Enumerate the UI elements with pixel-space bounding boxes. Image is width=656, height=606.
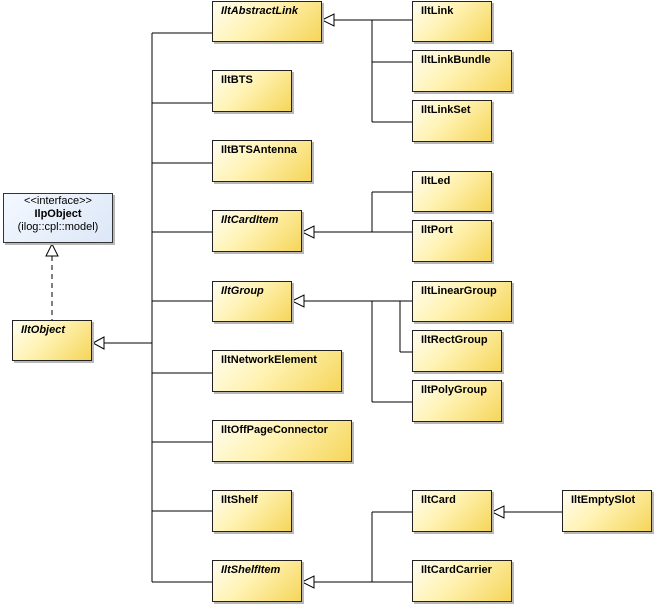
class-iltshelfitem: IltShelfItem: [212, 560, 302, 602]
class-name: IltObject: [21, 324, 66, 336]
class-name: IltCardItem: [221, 214, 279, 226]
interface-package: (ilog::cpl::model): [17, 221, 99, 233]
class-iltlinkbundle: IltLinkBundle: [412, 50, 512, 92]
class-name: IltEmptySlot: [571, 494, 636, 506]
class-name: IltPolyGroup: [421, 384, 487, 396]
class-name: IltLinkSet: [421, 104, 471, 116]
class-iltnetworkelement: IltNetworkElement: [212, 350, 342, 392]
class-iltbts: IltBTS: [212, 70, 292, 112]
class-iltpolygroup: IltPolyGroup: [412, 380, 502, 422]
class-iltobject: IltObject: [12, 320, 92, 361]
class-name: IltBTSAntenna: [221, 144, 297, 156]
class-name: IltRectGroup: [421, 334, 488, 346]
class-iltcard: IltCard: [412, 490, 492, 532]
class-name: IltLink: [421, 5, 454, 17]
class-iltrectgroup: IltRectGroup: [412, 330, 502, 372]
class-name: IltNetworkElement: [221, 354, 317, 366]
interface-name: IlpObject: [34, 208, 82, 220]
class-name: IltShelfItem: [221, 564, 281, 576]
class-iltgroup: IltGroup: [212, 281, 292, 322]
class-name: IltOffPageConnector: [221, 424, 328, 436]
class-iltlink: IltLink: [412, 1, 492, 42]
class-name: IltCardCarrier: [421, 564, 492, 576]
class-name: IltPort: [421, 224, 453, 236]
class-iltlinkset: IltLinkSet: [412, 100, 492, 142]
class-iltoffpageconnector: IltOffPageConnector: [212, 420, 352, 462]
interface-stereotype: <<interface>>: [24, 195, 92, 207]
class-iltabstractlink: IltAbstractLink: [212, 1, 322, 42]
class-iltled: IltLed: [412, 171, 492, 212]
class-iltemptyslot: IltEmptySlot: [562, 490, 652, 532]
class-iltlineargroup: IltLinearGroup: [412, 281, 512, 322]
class-iltport: IltPort: [412, 220, 492, 262]
class-name: IltAbstractLink: [221, 5, 299, 17]
class-iltcardcarrier: IltCardCarrier: [412, 560, 512, 602]
class-iltshelf: IltShelf: [212, 490, 292, 532]
class-name: IltGroup: [221, 285, 264, 297]
class-name: IltShelf: [221, 494, 258, 506]
class-name: IltLed: [421, 175, 451, 187]
class-name: IltBTS: [221, 74, 253, 86]
class-iltcarditem: IltCardItem: [212, 210, 302, 252]
class-name: IltCard: [421, 494, 456, 506]
class-name: IltLinkBundle: [421, 54, 491, 66]
class-name: IltLinearGroup: [421, 285, 497, 297]
class-iltbtsantenna: IltBTSAntenna: [212, 140, 312, 182]
interface-ilpobject: <<interface>> IlpObject (ilog::cpl::mode…: [3, 193, 113, 243]
